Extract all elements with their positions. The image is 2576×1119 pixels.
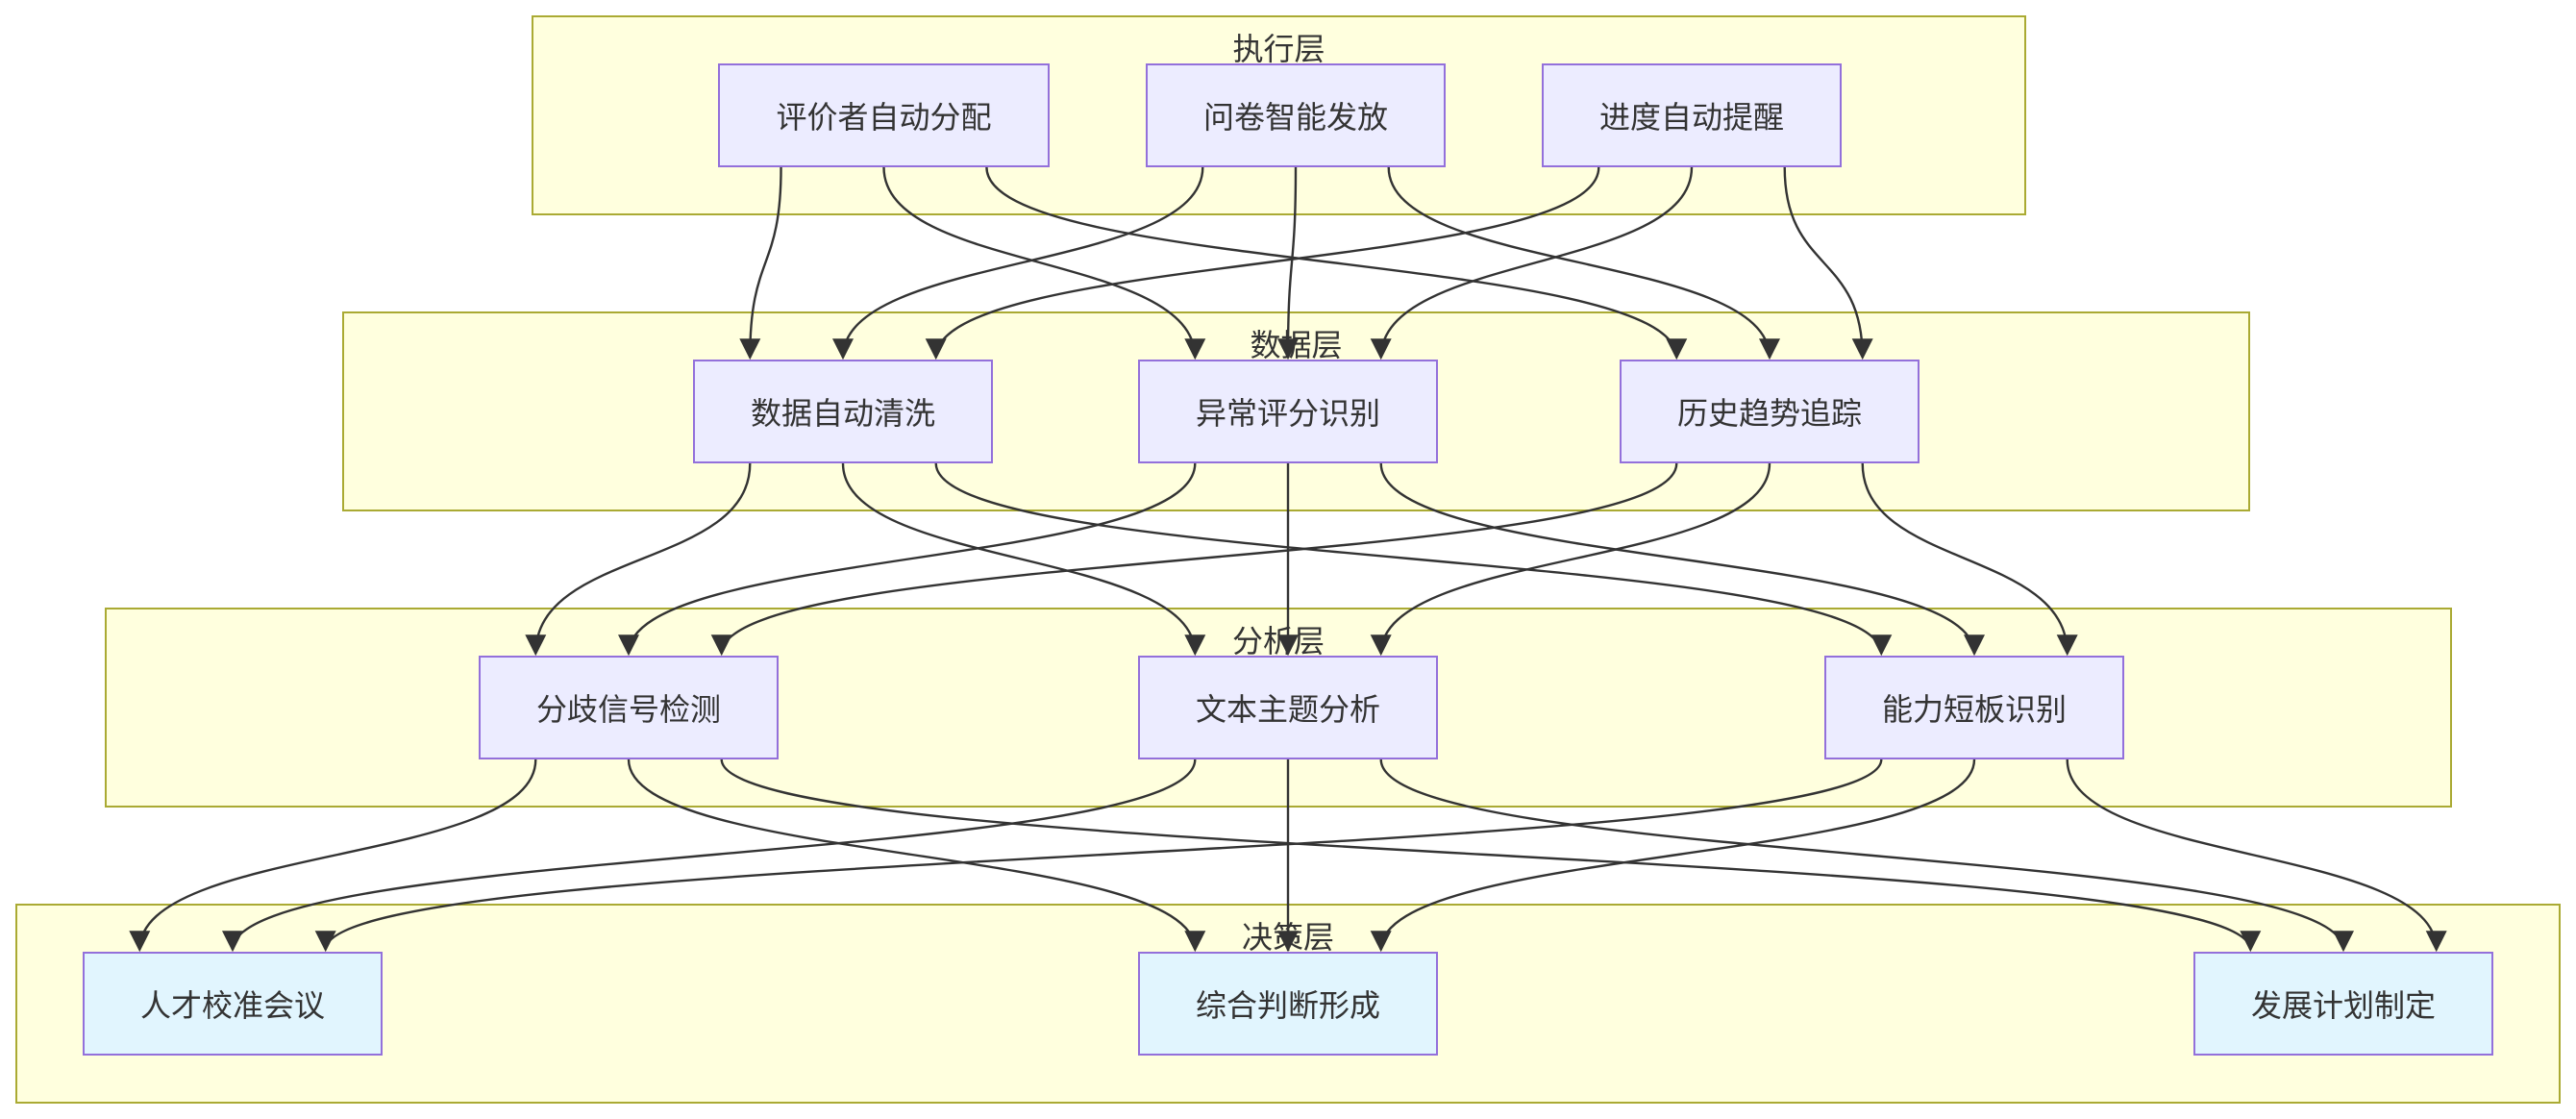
node-gap-identify-label: 能力短板识别: [1881, 691, 2067, 728]
edge-trend_track-to-gap_identify: [1861, 462, 2078, 657]
node-text-topic[interactable]: 文本主题分析: [1138, 656, 1438, 759]
edge-evaluator_assign-to-anomaly_detect: [882, 166, 1206, 361]
edge-gap_identify-to-talent_calibration: [315, 758, 1883, 953]
edge-data_clean-to-text_topic: [841, 462, 1206, 657]
edge-survey_dispatch-to-trend_track: [1387, 166, 1780, 361]
edge-progress_remind-to-data_clean: [925, 166, 1600, 361]
edge-divergence_detect-to-judgment_form: [627, 758, 1206, 953]
node-judgment-form[interactable]: 综合判断形成: [1138, 952, 1438, 1056]
node-talent-calibration[interactable]: 人才校准会议: [83, 952, 383, 1056]
edge-divergence_detect-to-dev_plan: [720, 758, 2261, 953]
node-text-topic-label: 文本主题分析: [1195, 691, 1380, 728]
node-trend-track[interactable]: 历史趋势追踪: [1620, 360, 1920, 463]
edge-trend_track-to-text_topic: [1370, 462, 1771, 657]
node-gap-identify[interactable]: 能力短板识别: [1824, 656, 2124, 759]
edge-gap_identify-to-judgment_form: [1370, 758, 1976, 953]
node-progress-remind-label: 进度自动提醒: [1598, 99, 1784, 136]
node-progress-remind[interactable]: 进度自动提醒: [1542, 63, 1842, 167]
node-divergence-detect-label: 分歧信号检测: [535, 691, 721, 728]
edge-anomaly_detect-to-divergence_detect: [618, 462, 1197, 657]
edge-text_topic-to-talent_calibration: [222, 758, 1197, 953]
node-survey-dispatch[interactable]: 问卷智能发放: [1146, 63, 1446, 167]
edge-survey_dispatch-to-data_clean: [832, 166, 1204, 361]
node-judgment-form-label: 综合判断形成: [1195, 987, 1380, 1024]
edge-survey_dispatch-to-anomaly_detect: [1277, 166, 1300, 361]
node-survey-dispatch-label: 问卷智能发放: [1202, 99, 1388, 136]
node-data-clean-label: 数据自动清洗: [750, 395, 935, 432]
node-anomaly-detect-label: 异常评分识别: [1195, 395, 1380, 432]
node-evaluator-assign[interactable]: 评价者自动分配: [718, 63, 1050, 167]
node-dev-plan-label: 发展计划制定: [2250, 987, 2436, 1024]
node-evaluator-assign-label: 评价者自动分配: [776, 99, 992, 136]
edge-evaluator_assign-to-data_clean: [739, 166, 782, 361]
edge-evaluator_assign-to-trend_track: [985, 166, 1688, 361]
node-divergence-detect[interactable]: 分歧信号检测: [479, 656, 779, 759]
node-trend-track-label: 历史趋势追踪: [1676, 395, 1862, 432]
edge-data_clean-to-divergence_detect: [525, 462, 752, 657]
edge-text_topic-to-dev_plan: [1379, 758, 2354, 953]
edge-divergence_detect-to-talent_calibration: [129, 758, 537, 953]
cluster-exec-label: 执行层: [1232, 31, 1325, 67]
node-anomaly-detect[interactable]: 异常评分识别: [1138, 360, 1438, 463]
node-data-clean[interactable]: 数据自动清洗: [693, 360, 993, 463]
edge-trend_track-to-divergence_detect: [710, 462, 1678, 657]
edge-anomaly_detect-to-gap_identify: [1379, 462, 1985, 657]
edge-progress_remind-to-trend_track: [1783, 166, 1873, 361]
edge-gap_identify-to-dev_plan: [2066, 758, 2447, 953]
edge-data_clean-to-gap_identify: [934, 462, 1893, 657]
node-talent-calibration-label: 人才校准会议: [139, 987, 325, 1024]
edge-progress_remind-to-anomaly_detect: [1370, 166, 1694, 361]
node-dev-plan[interactable]: 发展计划制定: [2193, 952, 2493, 1056]
